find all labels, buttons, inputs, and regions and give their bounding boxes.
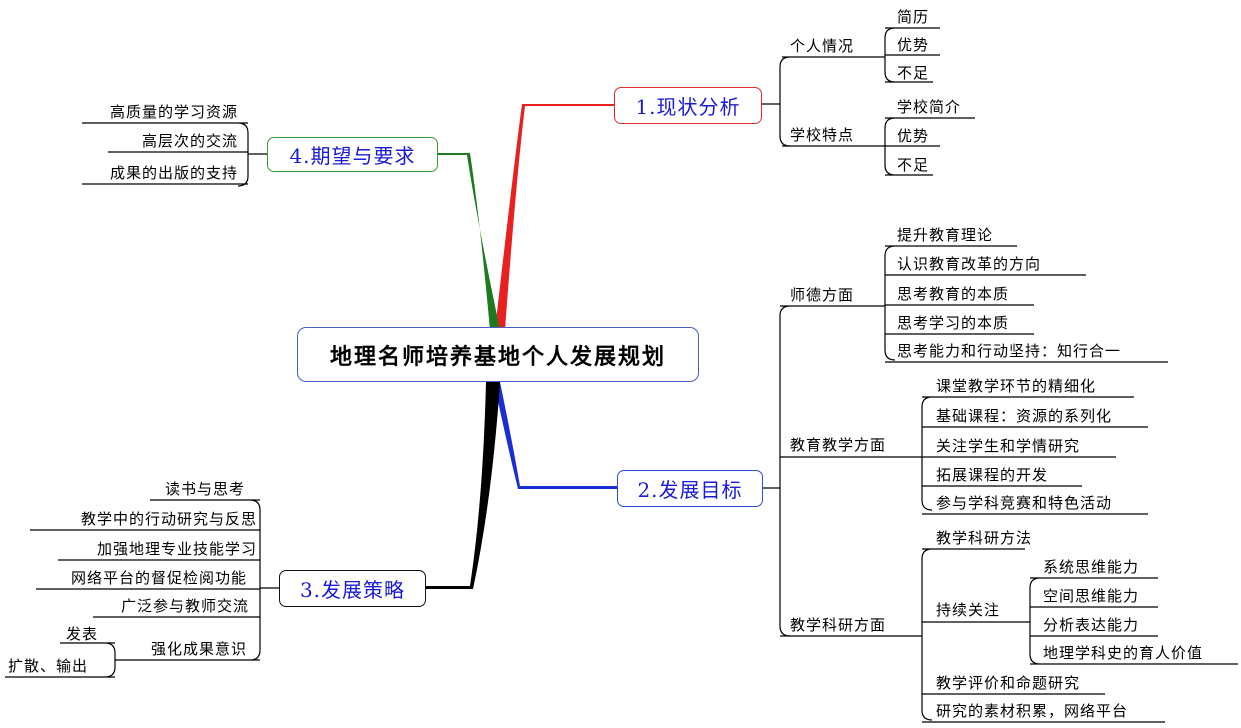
node-expectation-item[interactable]: 高层次的交流 xyxy=(141,132,238,150)
node-teaching-item[interactable]: 关注学生和学情研究 xyxy=(936,437,1081,455)
node-teaching-item[interactable]: 参与学科竞赛和特色活动 xyxy=(936,494,1113,512)
node-focus[interactable]: 持续关注 xyxy=(936,601,1001,619)
connector-teaching xyxy=(921,396,1148,515)
node-ethics-item[interactable]: 思考教育的本质 xyxy=(897,285,1010,303)
node-awareness[interactable]: 强化成果意识 xyxy=(150,640,247,658)
node-focus-item[interactable]: 分析表达能力 xyxy=(1043,616,1140,634)
branch-current-analysis-label: 1.现状分析 xyxy=(635,95,741,119)
branch-development-goals[interactable]: 2.发展目标 xyxy=(617,470,763,507)
node-ethics-item[interactable]: 思考能力和行动坚持：知行合一 xyxy=(897,342,1122,360)
node-personal-item[interactable]: 优势 xyxy=(897,36,930,54)
branch-expectations-label: 4.期望与要求 xyxy=(289,144,416,168)
node-ethics-item[interactable]: 认识教育改革的方向 xyxy=(897,255,1042,273)
node-personal[interactable]: 个人情况 xyxy=(790,37,855,55)
central-topic-label: 地理名师培养基地个人发展规划 xyxy=(329,344,666,370)
connector-b1-personal xyxy=(884,27,940,83)
node-school[interactable]: 学校特点 xyxy=(790,126,855,144)
node-teaching[interactable]: 教育教学方面 xyxy=(790,436,887,454)
node-expectation-item[interactable]: 成果的出版的支持 xyxy=(109,164,238,182)
branch-development-strategy[interactable]: 3.发展策略 xyxy=(279,570,426,607)
node-school-item[interactable]: 不足 xyxy=(897,156,930,174)
node-personal-item[interactable]: 不足 xyxy=(897,64,930,82)
branch-line-4 xyxy=(436,153,500,330)
node-research-methods[interactable]: 教学科研方法 xyxy=(936,529,1033,547)
connector-focus xyxy=(1029,577,1238,665)
node-strategy-item[interactable]: 教学中的行动研究与反思 xyxy=(80,510,257,528)
node-ethics[interactable]: 师德方面 xyxy=(790,286,855,304)
node-research-accum[interactable]: 研究的素材积累，网络平台 xyxy=(936,702,1129,720)
node-personal-item[interactable]: 简历 xyxy=(897,8,930,26)
node-awareness-item[interactable]: 发表 xyxy=(66,625,99,643)
connector-b4 xyxy=(82,122,267,187)
node-school-item[interactable]: 学校简介 xyxy=(897,98,962,116)
branch-development-goals-label: 2.发展目标 xyxy=(637,478,743,502)
branch-line-2 xyxy=(494,382,617,489)
node-focus-item[interactable]: 系统思维能力 xyxy=(1043,558,1140,576)
node-teaching-item[interactable]: 课堂教学环节的精细化 xyxy=(936,377,1097,395)
node-teaching-item[interactable]: 基础课程：资源的系列化 xyxy=(936,407,1113,425)
connector-ethics xyxy=(884,245,1168,363)
branch-line-3 xyxy=(424,382,500,589)
node-strategy-item[interactable]: 读书与思考 xyxy=(164,480,245,498)
branch-expectations[interactable]: 4.期望与要求 xyxy=(267,137,438,172)
node-teaching-item[interactable]: 拓展课程的开发 xyxy=(936,466,1049,484)
node-school-item[interactable]: 优势 xyxy=(897,127,930,145)
central-topic[interactable]: 地理名师培养基地个人发展规划 xyxy=(297,327,699,382)
node-research-eval[interactable]: 教学评价和命题研究 xyxy=(936,674,1081,692)
connector-research xyxy=(780,548,1165,723)
connector-b1 xyxy=(760,56,885,147)
node-focus-item[interactable]: 地理学科史的育人价值 xyxy=(1043,644,1204,662)
connector-b1-school xyxy=(782,117,975,176)
node-expectation-item[interactable]: 高质量的学习资源 xyxy=(109,103,238,121)
node-strategy-item[interactable]: 加强地理专业技能学习 xyxy=(96,540,257,558)
node-research[interactable]: 教学科研方面 xyxy=(790,616,887,634)
node-awareness-item[interactable]: 扩散、输出 xyxy=(8,657,89,675)
node-focus-item[interactable]: 空间思维能力 xyxy=(1043,587,1140,605)
connector-b3 xyxy=(30,499,279,661)
node-strategy-item[interactable]: 广泛参与教师交流 xyxy=(120,597,249,615)
node-ethics-item[interactable]: 思考学习的本质 xyxy=(897,314,1010,332)
branch-current-analysis[interactable]: 1.现状分析 xyxy=(614,87,762,124)
branch-line-1 xyxy=(495,104,614,330)
node-ethics-item[interactable]: 提升教育理论 xyxy=(897,226,994,244)
connector-awareness xyxy=(5,642,116,678)
branch-development-strategy-label: 3.发展策略 xyxy=(299,578,406,602)
connector-b2 xyxy=(761,305,922,637)
node-strategy-item[interactable]: 网络平台的督促检阅功能 xyxy=(70,569,247,587)
